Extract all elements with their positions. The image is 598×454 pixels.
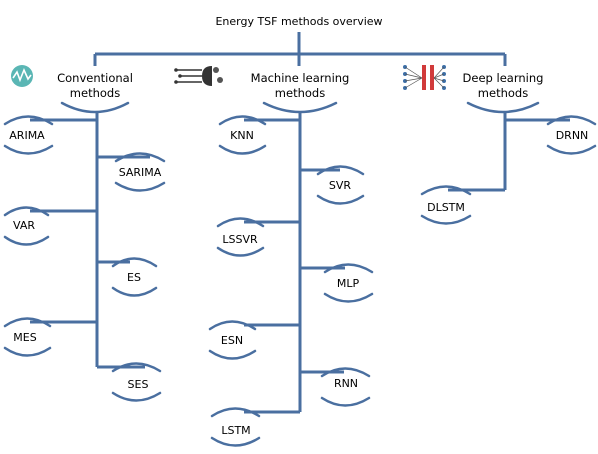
dl-trunk [448,112,570,192]
svg-text:ES: ES [127,271,141,284]
list-item-var: VAR [3,206,50,246]
neural-network-icon [403,65,446,90]
list-item-arima: ARIMA [3,115,54,155]
waveform-icon [11,65,33,87]
group-label-conventional: Conventional [57,71,133,85]
svg-text:DRNN: DRNN [556,129,589,142]
svg-text:RNN: RNN [334,377,358,390]
list-item-drnn: DRNN [546,115,597,155]
group-label-dl-2: methods [478,86,528,100]
brain-circuit-icon [174,66,223,86]
svg-text:VAR: VAR [13,219,35,232]
svg-text:SES: SES [128,378,149,391]
conventional-trunk [30,112,150,369]
list-item-lssvr: LSSVR [216,217,265,257]
svg-text:LSTM: LSTM [221,424,250,437]
list-item-sarima: SARIMA [114,152,166,192]
svg-text:MLP: MLP [337,277,360,290]
list-item-svr: SVR [316,165,365,205]
header-arcs [60,101,540,114]
list-item-lstm: LSTM [210,407,261,447]
list-item-esn: ESN [208,320,257,360]
list-item-knn: KNN [218,115,267,155]
svg-text:ESN: ESN [221,334,243,347]
svg-text:KNN: KNN [230,129,254,142]
svg-text:SARIMA: SARIMA [119,166,162,179]
svg-text:DLSTM: DLSTM [427,201,465,214]
list-item-mlp: MLP [323,263,374,303]
list-item-es: ES [111,257,158,297]
list-item-rnn: RNN [320,367,371,407]
list-item-ses: SES [111,362,162,402]
svg-text:LSSVR: LSSVR [222,233,258,246]
list-item-dlstm: DLSTM [420,185,472,225]
diagram-title: Energy TSF methods overview [215,15,382,28]
ml-trunk [244,112,345,414]
svg-text:ARIMA: ARIMA [9,129,45,142]
group-label-conventional-2: methods [70,86,120,100]
svg-text:MES: MES [13,331,36,344]
group-label-ml-2: methods [275,86,325,100]
svg-text:SVR: SVR [329,179,352,192]
group-label-dl: Deep learning [463,71,544,85]
list-item-mes: MES [3,317,52,357]
top-connectors [93,32,507,66]
group-label-ml: Machine learning [251,71,350,85]
